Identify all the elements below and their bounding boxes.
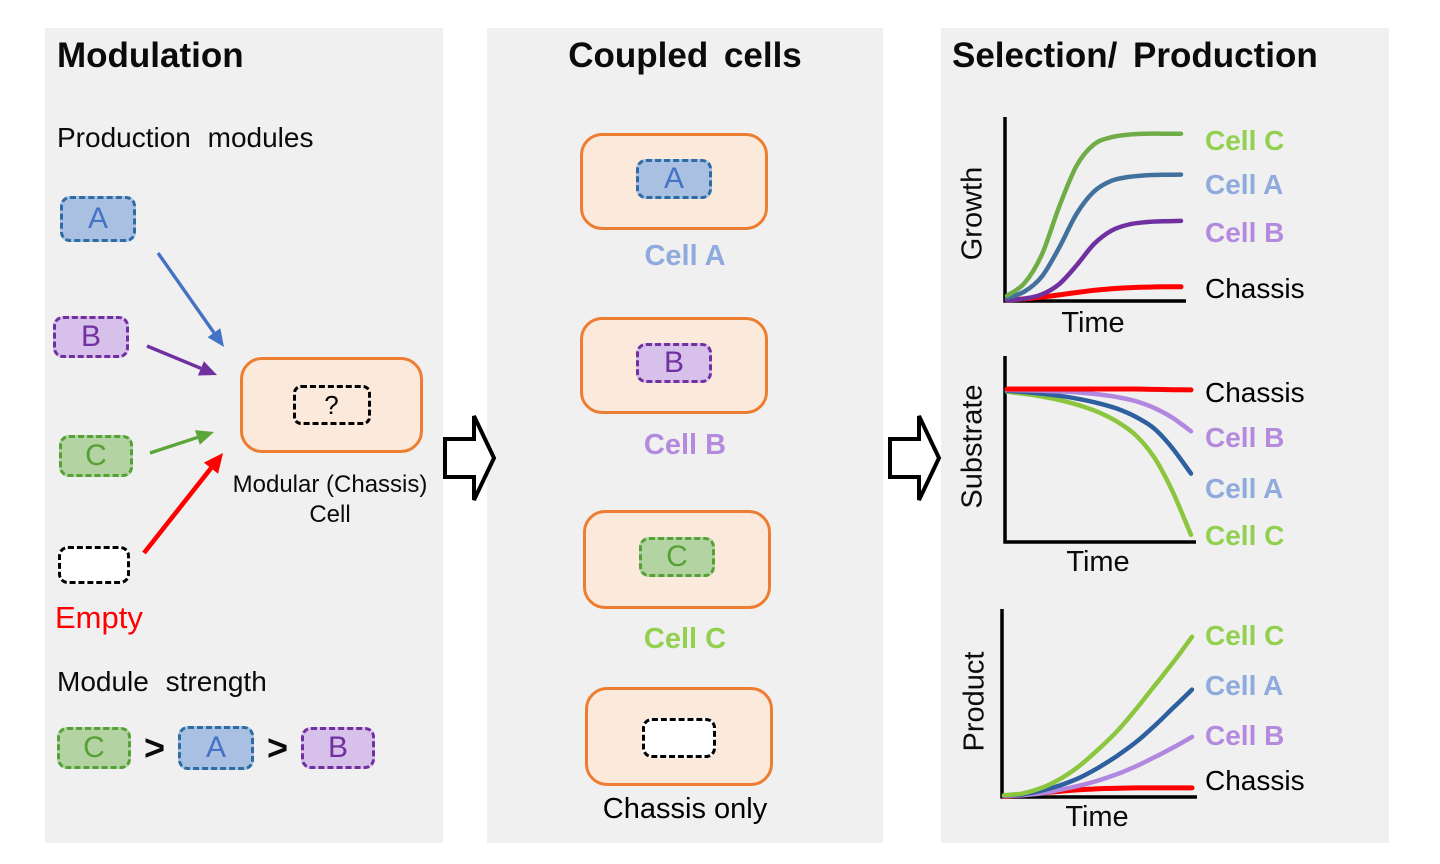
- time-axis-label: Time: [1061, 307, 1125, 339]
- product-axis-label: Product: [958, 651, 991, 752]
- panel-selection-production: Selection/ Production Growth Time Cell C…: [941, 28, 1389, 843]
- cell-c-box: C: [583, 510, 771, 609]
- cell-a-module: A: [636, 159, 712, 199]
- legend-cell-c: Cell C: [1205, 125, 1285, 156]
- chassis-caption-line2: Cell: [309, 501, 351, 528]
- empty-label: Empty: [55, 600, 143, 635]
- module-c-box: C: [59, 435, 133, 477]
- product-plot: [1000, 609, 1197, 799]
- legend-cell-b: Cell B: [1205, 217, 1285, 248]
- legend-cell-a: Cell A: [1205, 670, 1284, 701]
- strength-module-b: B: [301, 727, 376, 769]
- chassis-cell-caption: Modular (Chassis) Cell: [195, 470, 465, 530]
- substrate-axis-label: Substrate: [956, 384, 989, 509]
- strength-module-c-letter: C: [83, 731, 105, 764]
- chassis-only-label: Chassis only: [602, 793, 768, 825]
- selection-production-title: Selection/ Production: [952, 36, 1318, 75]
- chart-product: Product Time Cell C Cell A Cell B Chassi…: [941, 595, 1389, 850]
- cell-b-module: B: [636, 343, 712, 383]
- coupled-cells-title: Coupled cells: [568, 36, 802, 75]
- strength-module-b-letter: B: [328, 731, 349, 764]
- question-mark: ?: [324, 390, 339, 420]
- module-a-letter: A: [87, 202, 108, 235]
- cell-c-module: C: [639, 537, 715, 577]
- legend-cell-b: Cell B: [1205, 422, 1285, 453]
- module-strength-heading: Module strength: [57, 666, 267, 697]
- module-empty-box: [58, 546, 130, 584]
- growth-plot: [1003, 117, 1186, 303]
- growth-axis-label: Growth: [956, 166, 989, 261]
- curve-chassis: [1004, 386, 1194, 393]
- greater-than-sign: >: [267, 727, 289, 768]
- legend-cell-a: Cell A: [1205, 169, 1284, 200]
- chassis-only-module: [642, 718, 716, 758]
- cell-a-label: Cell A: [644, 240, 726, 272]
- curve-cell-a: [1004, 172, 1184, 301]
- legend-cell-c: Cell C: [1205, 520, 1285, 551]
- legend-chassis: Chassis: [1205, 377, 1305, 408]
- cell-b-module-letter: B: [663, 346, 684, 379]
- cell-b-box: B: [580, 317, 768, 414]
- module-strength-row: C > A > B: [57, 726, 376, 770]
- panel-coupled-cells: Coupled cells A Cell A B Cell B C Cell C…: [487, 28, 883, 843]
- module-a-box: A: [60, 196, 136, 242]
- strength-module-c: C: [57, 727, 131, 769]
- panel-modulation: Modulation Production modules A B C Empt…: [45, 28, 443, 843]
- chassis-only-box: [585, 687, 773, 786]
- modulation-title: Modulation: [57, 36, 244, 75]
- time-axis-label: Time: [1065, 801, 1129, 833]
- chassis-cell-box: ?: [240, 357, 423, 453]
- cell-a-box: A: [580, 133, 768, 230]
- curve-cell-a: [1004, 388, 1194, 476]
- flow-arrow-icon: [888, 415, 942, 501]
- substrate-plot: [1003, 356, 1196, 544]
- question-module-box: ?: [292, 385, 371, 425]
- cell-c-module-letter: C: [666, 540, 688, 573]
- curve-cell-c: [1004, 389, 1194, 538]
- legend-chassis: Chassis: [1205, 765, 1305, 796]
- greater-than-sign: >: [144, 727, 166, 768]
- curve-cell-c: [1004, 131, 1184, 298]
- cell-c-label: Cell C: [643, 623, 727, 655]
- module-c-letter: C: [85, 439, 107, 472]
- legend-chassis: Chassis: [1205, 273, 1305, 304]
- legend-cell-a: Cell A: [1205, 473, 1284, 504]
- module-b-letter: B: [80, 320, 101, 353]
- module-b-box: B: [53, 316, 129, 358]
- curve-cell-c: [1001, 634, 1195, 798]
- chart-growth: Growth Time Cell C Cell A Cell B Chassis: [941, 105, 1389, 350]
- time-axis-label: Time: [1066, 546, 1130, 578]
- chassis-caption-line1: Modular (Chassis): [232, 471, 428, 498]
- cell-b-label: Cell B: [643, 429, 727, 461]
- strength-module-a-letter: A: [206, 731, 227, 764]
- legend-cell-c: Cell C: [1205, 620, 1285, 651]
- chart-substrate: Substrate Time Chassis Cell B Cell A Cel…: [941, 350, 1389, 595]
- curve-cell-b: [1004, 218, 1184, 303]
- production-modules-heading: Production modules: [57, 122, 314, 153]
- legend-cell-b: Cell B: [1205, 720, 1285, 751]
- cell-a-module-letter: A: [663, 162, 684, 195]
- strength-module-a: A: [178, 726, 255, 770]
